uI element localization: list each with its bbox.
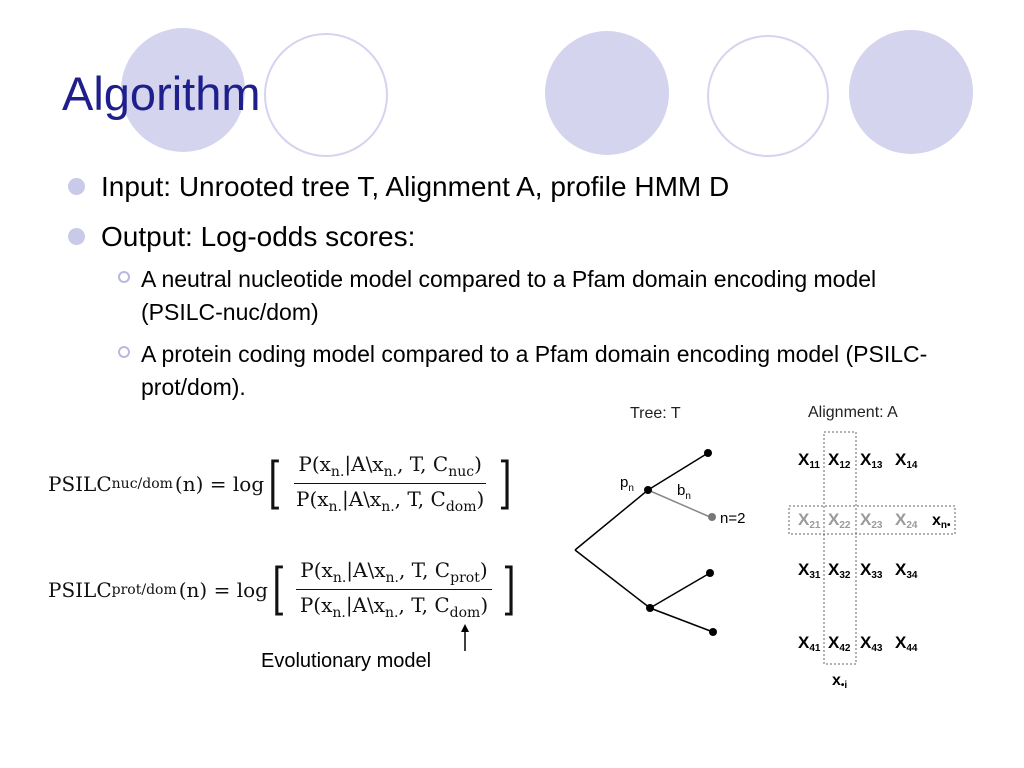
bullet-text: Output: Log-odds scores: <box>101 221 416 252</box>
formula-lhs-sub: nuc/dom <box>111 475 173 492</box>
tree-bn-label: bn <box>677 482 691 502</box>
deco-circle <box>707 35 829 157</box>
alignment-cell: X23 <box>860 510 883 531</box>
alignment-cell: X33 <box>860 560 883 581</box>
tree-node <box>646 604 654 612</box>
formula-arg: (n) = log <box>178 577 268 602</box>
alignment-col-label: x•i <box>832 672 847 691</box>
alignment-cell: X24 <box>895 510 918 531</box>
alignment-cell: X12 <box>828 450 851 471</box>
slide-title: Algorithm <box>62 67 261 120</box>
subbullet-ring-icon <box>118 271 130 283</box>
alignment-cell: X21 <box>798 510 821 531</box>
tree-pn-label: pn <box>620 474 634 494</box>
subbullet-nuc-dom: A neutral nucleotide model compared to a… <box>118 263 928 329</box>
alignment-cell: X31 <box>798 560 821 581</box>
tree-leaf <box>709 628 717 636</box>
formula-lhs: PSILC <box>48 577 112 602</box>
bullet-output: Output: Log-odds scores: <box>68 220 415 254</box>
formula-fraction: P(xn.|A\xn., T, Cprot) P(xn.|A\xn., T, C… <box>296 558 492 621</box>
deco-circle <box>545 31 669 155</box>
formula-fraction: P(xn.|A\xn., T, Cnuc) P(xn.|A\xn., T, Cd… <box>292 452 488 515</box>
subbullet-prot-dom: A protein coding model compared to a Pfa… <box>118 338 928 404</box>
tree-leaf <box>706 569 714 577</box>
subbullet-text: A neutral nucleotide model compared to a… <box>141 266 877 325</box>
formula-numerator: P(xn.|A\xn., T, Cprot) <box>296 558 492 590</box>
alignment-cell: X13 <box>860 450 883 471</box>
formula-denominator: P(xn.|A\xn., T, Cdom) <box>299 593 489 621</box>
bracket-left: [ <box>272 556 286 622</box>
formula-numerator: P(xn.|A\xn., T, Cnuc) <box>294 452 486 484</box>
bracket-left: [ <box>268 450 282 516</box>
alignment-cell: X14 <box>895 450 918 471</box>
alignment-column-box <box>823 431 857 665</box>
alignment-cell: X22 <box>828 510 851 531</box>
alignment-cell: X43 <box>860 633 883 654</box>
tree-edges <box>574 452 714 633</box>
alignment-cell: X32 <box>828 560 851 581</box>
decorative-circles <box>121 28 973 157</box>
subbullet-ring-icon <box>118 346 130 358</box>
alignment-cell: X44 <box>895 633 918 654</box>
formula-arg: (n) = log <box>174 471 265 496</box>
alignment-cell: X41 <box>798 633 821 654</box>
formula-lhs: PSILC <box>48 471 112 496</box>
tree-leaf-n2 <box>708 513 716 521</box>
tree-alignment-diagram: Tree: T pn bn n=2 Alignment: A X11 X12 X13… <box>574 404 956 691</box>
alignment-cell: X34 <box>895 560 918 581</box>
deco-circle <box>121 28 245 152</box>
tree-edge-bn <box>647 489 711 518</box>
alignment-cell: X11 <box>798 450 820 471</box>
tree-leaf <box>704 449 712 457</box>
alignment-cell: X42 <box>828 633 851 654</box>
bullet-dot-icon <box>68 228 85 245</box>
alignment-title: Alignment: A <box>808 404 898 421</box>
up-arrow-icon <box>461 624 469 651</box>
formula-lhs-sub: prot/dom <box>111 581 177 598</box>
bracket-right: ] <box>502 556 516 622</box>
tree-n2-label: n=2 <box>720 510 745 527</box>
tree-node-pn <box>644 486 652 494</box>
deco-circle <box>849 30 973 154</box>
formula-denominator: P(xn.|A\xn., T, Cdom) <box>295 487 485 515</box>
bullet-dot-icon <box>68 178 85 195</box>
subbullet-text: A protein coding model compared to a Pfa… <box>141 341 928 400</box>
alignment-row-label: xn• <box>932 512 951 531</box>
bracket-right: ] <box>498 450 512 516</box>
evolutionary-model-label: Evolutionary model <box>261 650 432 672</box>
deco-circle <box>264 33 388 157</box>
bullet-text: Input: Unrooted tree T, Alignment A, pro… <box>101 171 730 202</box>
bullet-input: Input: Unrooted tree T, Alignment A, pro… <box>68 170 729 204</box>
tree-title: Tree: T <box>630 405 681 422</box>
alignment-row-box <box>788 505 956 535</box>
